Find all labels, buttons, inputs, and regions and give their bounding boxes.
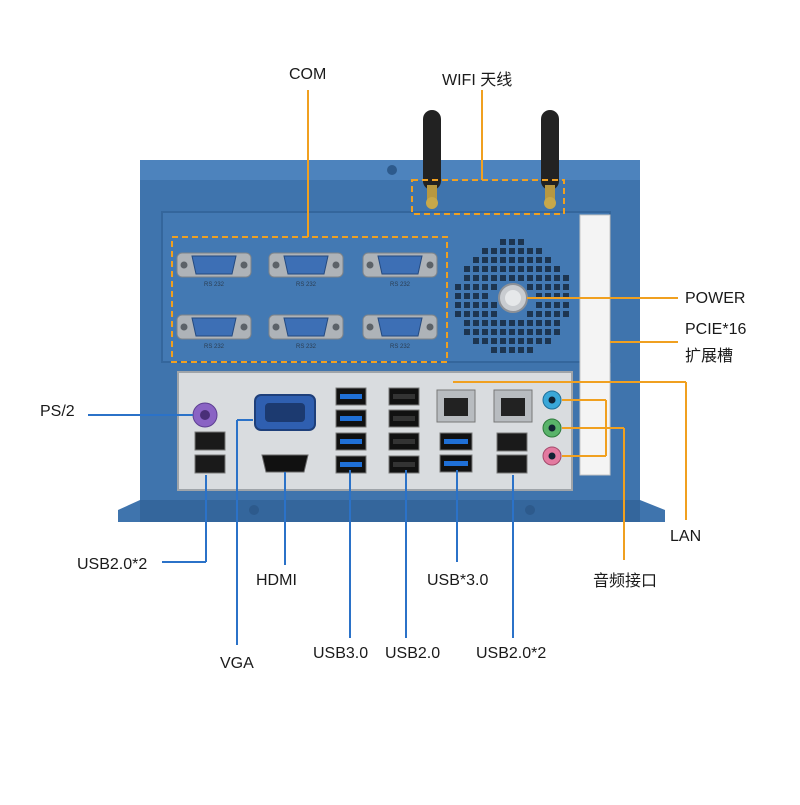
label-hdmi: HDMI <box>256 572 297 589</box>
audio-jacks[interactable] <box>542 390 562 466</box>
pcie-slot-cover <box>579 214 611 476</box>
com-port[interactable]: RS 232 <box>268 314 344 350</box>
label-usb2-right: USB2.0*2 <box>476 645 547 662</box>
power-button[interactable] <box>498 283 528 313</box>
com-ports: RS 232 RS 232 RS 232 RS 232 RS 232 RS 232 <box>176 252 438 350</box>
ps2-port[interactable] <box>192 402 218 428</box>
label-usb2-left: USB2.0*2 <box>77 556 148 573</box>
usb2-ports-left[interactable] <box>194 431 226 474</box>
screw <box>249 505 259 515</box>
com-port-label: RS 232 <box>390 344 411 350</box>
com-port[interactable]: RS 232 <box>362 252 438 288</box>
label-usb3x3: USB*3.0 <box>427 572 489 589</box>
usb3-ports-x3[interactable] <box>439 432 473 473</box>
com-port-label: RS 232 <box>204 282 225 288</box>
screw <box>525 505 535 515</box>
wifi-antennas <box>423 110 559 209</box>
label-pcie-slot: 扩展槽 <box>685 348 734 365</box>
usb3-ports[interactable] <box>335 387 367 474</box>
com-port[interactable]: RS 232 <box>362 314 438 350</box>
label-wifi: WIFI 天线 <box>442 72 513 89</box>
label-vga: VGA <box>220 655 254 672</box>
com-port-label: RS 232 <box>296 282 317 288</box>
com-port-label: RS 232 <box>204 344 225 350</box>
label-usb30: USB3.0 <box>313 645 369 662</box>
label-audio: 音频接口 <box>593 573 658 590</box>
label-pcie: PCIE*16 <box>685 321 747 338</box>
screw <box>387 165 397 175</box>
label-power: POWER <box>685 290 746 307</box>
hdmi-port[interactable] <box>261 454 309 473</box>
com-port[interactable]: RS 232 <box>268 252 344 288</box>
com-port[interactable]: RS 232 <box>176 314 252 350</box>
leader-lines <box>88 90 687 645</box>
vga-port[interactable] <box>254 394 316 431</box>
label-usb20: USB2.0 <box>385 645 441 662</box>
com-port[interactable]: RS 232 <box>176 252 252 288</box>
label-com: COM <box>289 66 327 83</box>
lan-port-2[interactable] <box>493 389 533 423</box>
label-ps2: PS/2 <box>40 403 75 420</box>
com-port-label: RS 232 <box>296 344 317 350</box>
usb2-ports-right[interactable] <box>496 432 528 474</box>
lan-port-1[interactable] <box>436 389 476 423</box>
usb2-ports-middle[interactable] <box>388 387 420 474</box>
com-port-label: RS 232 <box>390 282 411 288</box>
vent-grille <box>455 239 569 353</box>
label-lan: LAN <box>670 528 702 545</box>
